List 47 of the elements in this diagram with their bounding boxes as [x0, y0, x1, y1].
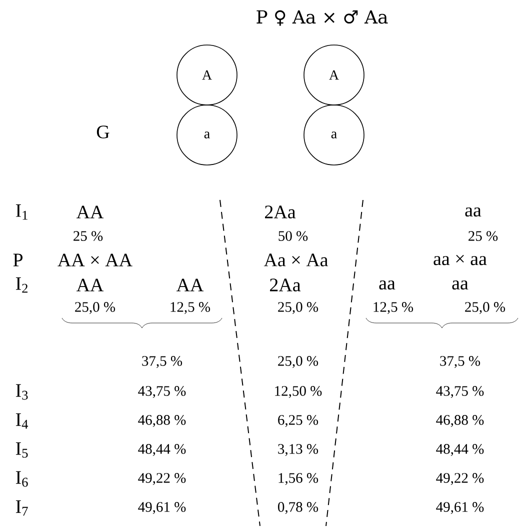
percentage-label: 12,5 % [374, 302, 414, 314]
percentage-label: 46,88 % [138, 415, 186, 427]
cross-heading: P ♀ Aa × ♂ Aa [256, 10, 388, 26]
percentage-label: 12,5 % [170, 302, 210, 314]
genotype-label: AA [76, 278, 104, 292]
row-label: P [13, 254, 23, 266]
cross-label: Aa × Aa [264, 254, 328, 266]
genotype-label: aa [452, 280, 468, 290]
genotype-label: aa [465, 207, 482, 217]
row-label: I$_{6}$ [16, 471, 28, 487]
percentage-label: 49,22 % [436, 473, 484, 485]
genotype-label: 2Aa [265, 206, 296, 218]
percentage-label: 49,61 % [436, 502, 484, 514]
percentage-label: 25,0 % [465, 302, 506, 314]
row-label: I$_{1}$ [16, 204, 28, 220]
row-label: G [96, 126, 110, 138]
percentage-label: 37,5 % [440, 356, 480, 368]
percentage-label: 49,61 % [138, 502, 186, 514]
percentage-label: 48,44 % [138, 444, 186, 456]
percentage-label: 37,5 % [142, 356, 182, 368]
percentage-label: 25,0 % [75, 302, 116, 314]
percentage-label: 49,22 % [138, 473, 186, 485]
genotype-label: AA [76, 206, 104, 218]
percentage-label: 3,13 % [278, 444, 318, 456]
percentage-label: 1,56 % [278, 473, 318, 485]
row-label: I$_{3}$ [16, 384, 28, 400]
percentage-label: 48,44 % [436, 444, 484, 456]
row-label: I$_{2}$ [16, 277, 28, 293]
percentage-label: 43,75 % [138, 386, 186, 398]
percentage-label: 25 % [468, 231, 498, 241]
percentage-label: 0,78 % [278, 502, 318, 514]
row-label: I$_{5}$ [16, 442, 28, 458]
genotype-label: aa [379, 280, 396, 290]
percentage-label: 25,0 % [278, 356, 318, 368]
percentage-label: 25 % [74, 231, 103, 241]
cross-label: aa × aa [434, 254, 487, 266]
percentage-label: 25,0 % [278, 302, 318, 314]
genotype-label: 2Aa [270, 278, 301, 292]
genotype-label: AA [176, 278, 204, 292]
percentage-label: 6,25 % [278, 415, 318, 427]
percentage-label: 12,50 % [275, 386, 322, 398]
percentage-label: 46,88 % [436, 415, 484, 427]
row-label: I$_{7}$ [16, 500, 28, 516]
percentage-label: 50 % [278, 231, 308, 241]
row-label: I$_{4}$ [16, 413, 28, 429]
percentage-label: 43,75 % [436, 386, 484, 398]
cross-label: AA × AA [58, 254, 132, 266]
